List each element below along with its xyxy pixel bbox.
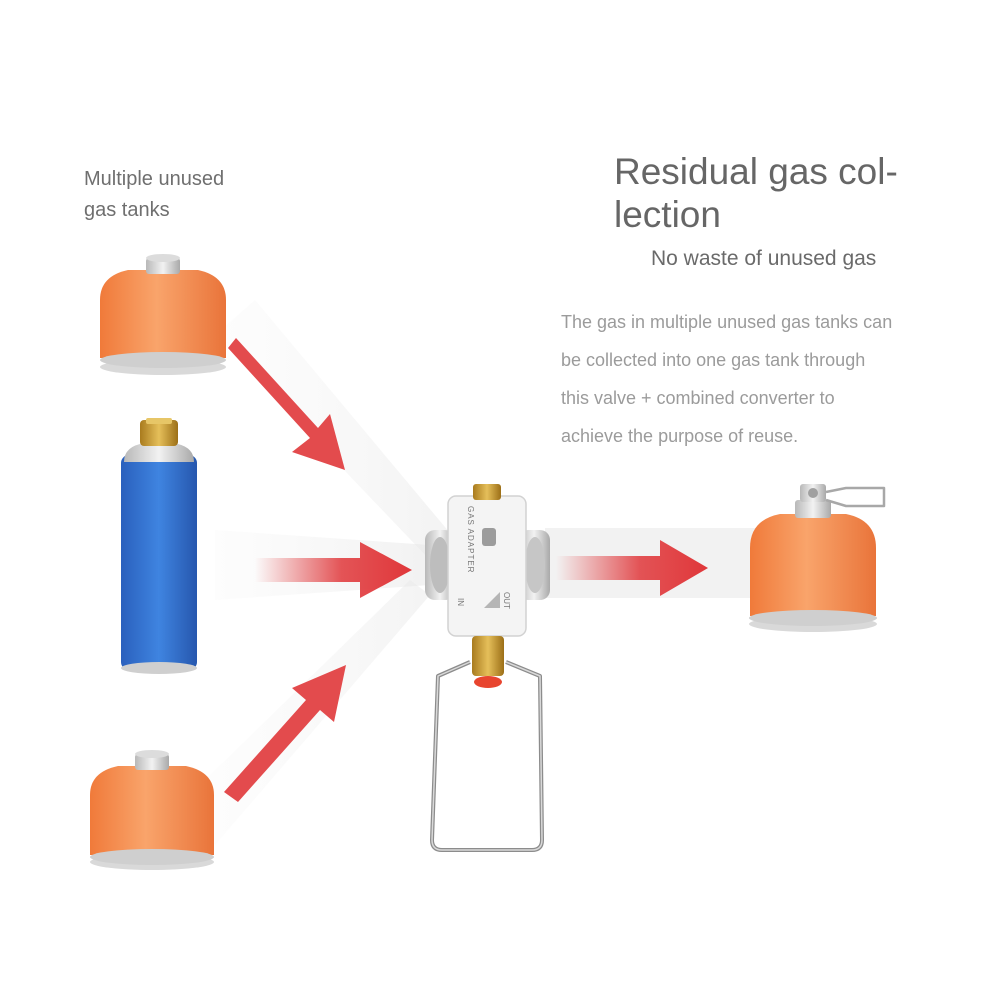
description-line3: this valve + combined converter to [561, 388, 835, 408]
blue-gas-canister [121, 418, 197, 674]
adapter-name-label: GAS ADAPTER [466, 506, 475, 573]
orange-gas-tank-top [100, 254, 226, 375]
arrow-bottom-to-adapter [224, 665, 346, 802]
description-line4: achieve the purpose of reuse. [561, 426, 799, 446]
arrow-adapter-to-target [556, 540, 708, 596]
orange-gas-tank-target [749, 484, 886, 632]
page-title: Residual gas col- lection [614, 150, 974, 236]
left-caption-line2: gas tanks [84, 199, 170, 221]
description: The gas in multiple unused gas tanks can… [561, 303, 961, 455]
left-caption-line1: Multiple unused [84, 168, 225, 190]
subtitle: No waste of unused gas [651, 247, 877, 270]
adapter-out-label: OUT [502, 592, 511, 609]
page-title-line2: lection [614, 194, 721, 235]
page-title-line1: Residual gas col- [614, 151, 898, 192]
arrow-middle-to-adapter [255, 542, 412, 598]
orange-gas-tank-bottom [90, 750, 214, 870]
left-caption: Multiple unused gas tanks [84, 164, 314, 226]
description-line2: be collected into one gas tank through [561, 350, 866, 370]
arrow-top-to-adapter [228, 338, 345, 470]
description-line1: The gas in multiple unused gas tanks can [561, 312, 893, 332]
gas-adapter-valve: GAS ADAPTER OUT IN [425, 484, 550, 852]
adapter-in-label: IN [456, 598, 465, 606]
